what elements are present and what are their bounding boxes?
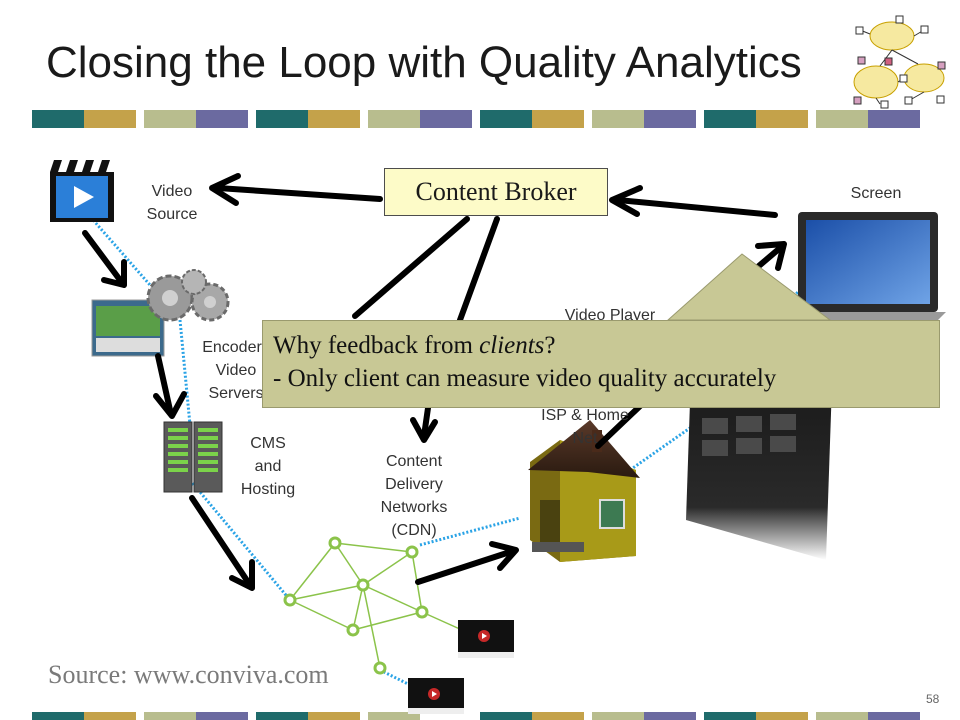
stripe-segment — [196, 110, 248, 128]
stripe-segment — [480, 712, 532, 720]
house-icon — [528, 420, 640, 562]
callout-text: ? — [544, 332, 556, 359]
callout-emphasis: clients — [479, 332, 545, 359]
stripe-segment — [532, 110, 584, 128]
page-title: Closing the Loop with Quality Analytics — [46, 38, 802, 87]
gears-icon — [91, 269, 230, 357]
clapperboard-icon — [50, 160, 114, 222]
stripe-segment — [368, 712, 420, 720]
callout-text: Why feedback from — [273, 332, 480, 359]
stripe-segment — [420, 110, 472, 128]
stripe-segment — [756, 712, 808, 720]
stripe-segment — [704, 712, 756, 720]
stripe-segment — [868, 110, 920, 128]
stripe-segment — [816, 712, 868, 720]
stripe-segment — [32, 712, 84, 720]
video-player-label: Video Player — [564, 307, 656, 324]
video-player-icon — [686, 384, 832, 560]
video-source-label: Video Source — [146, 183, 198, 223]
cms-label: CMS and Hosting — [240, 435, 296, 498]
feedback-callout: Why feedback from clients? - Only client… — [262, 320, 940, 408]
stripe-segment — [816, 110, 868, 128]
stripe-segment — [868, 712, 920, 720]
stripe-segment — [644, 712, 696, 720]
encoder-label: Encoders Video Servers — [202, 339, 270, 402]
stripe-segment — [308, 712, 360, 720]
content-broker-box: Content Broker — [384, 168, 608, 216]
stripe-segment — [592, 712, 644, 720]
isp-label: ISP & Home Net — [541, 407, 629, 447]
source-caption: Source: www.conviva.com — [48, 660, 329, 689]
stripe-segment — [256, 712, 308, 720]
video-thumbnail-icon — [458, 620, 514, 658]
cdn-label: Content Delivery Networks (CDN) — [380, 453, 448, 539]
callout-line-2: - Only client can measure video quality … — [273, 365, 777, 392]
stripe-segment — [532, 712, 584, 720]
stripe-segment — [32, 110, 84, 128]
stripe-segment — [756, 110, 808, 128]
stripe-segment — [84, 712, 136, 720]
callout-line-1: Why feedback from clients? — [273, 329, 939, 362]
stripe-segment — [144, 110, 196, 128]
stripe-segment — [644, 110, 696, 128]
stripe-segment — [84, 110, 136, 128]
page-number: 58 — [926, 692, 940, 706]
laptop-icon — [790, 212, 946, 320]
screen-label: Screen — [850, 185, 902, 202]
stripe-segment — [592, 110, 644, 128]
stripe-segment — [144, 712, 196, 720]
stripe-segment — [704, 110, 756, 128]
stripe-segment — [480, 110, 532, 128]
stripe-segment — [308, 110, 360, 128]
video-thumbnail-icon — [408, 678, 464, 714]
stripe-segment — [256, 110, 308, 128]
stripe-segment — [196, 712, 248, 720]
network-graph-icon — [289, 542, 463, 669]
server-rack-icon — [163, 421, 223, 493]
stripe-segment — [368, 110, 420, 128]
